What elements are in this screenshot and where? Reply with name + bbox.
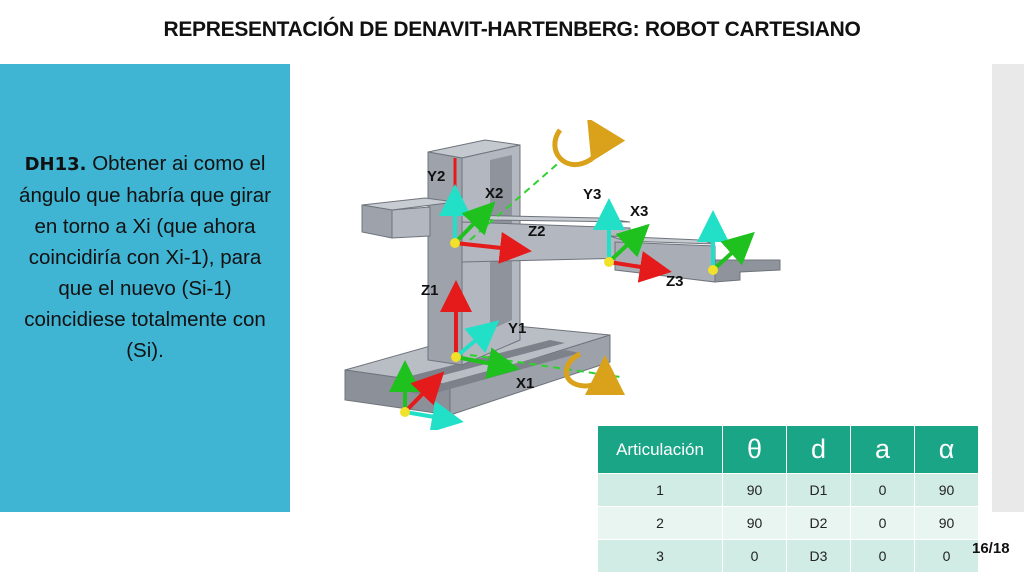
table-cell: 0 [851, 506, 915, 539]
header-articulacion: Articulación [598, 426, 723, 473]
label-x3: X3 [630, 203, 648, 220]
table-cell: 0 [915, 539, 978, 572]
label-z2: Z2 [528, 223, 546, 240]
table-cell: 0 [723, 539, 787, 572]
frame-end [697, 210, 755, 275]
description-panel [0, 64, 290, 512]
header-d: d [787, 426, 851, 473]
table-cell: 2 [598, 506, 723, 539]
frame-1 [440, 280, 520, 379]
table-cell: 90 [723, 506, 787, 539]
rotation-arrow-top-icon [552, 120, 626, 168]
frame-2 [439, 158, 532, 264]
table-cell: D3 [787, 539, 851, 572]
dh-parameter-table: Articulación θ d a α 1 90 D1 0 90 2 90 D… [598, 426, 978, 572]
rotation-arrow-bottom-icon [563, 351, 625, 396]
table-row: 3 0 D3 0 0 [598, 539, 978, 572]
description-lead: DH13. [24, 154, 87, 175]
table-cell: 90 [915, 473, 978, 506]
rotation-axis-top [469, 159, 563, 241]
table-cell: 0 [851, 539, 915, 572]
side-bar [992, 64, 1024, 512]
header-a: a [851, 426, 915, 473]
label-y1: Y1 [508, 320, 526, 337]
header-theta: θ [723, 426, 787, 473]
label-z3: Z3 [666, 273, 684, 290]
description-text: DH13. Obtener ai como el ángulo que habr… [18, 148, 272, 366]
label-x1: X1 [516, 375, 534, 392]
label-y3: Y3 [583, 186, 601, 203]
table-cell: 3 [598, 539, 723, 572]
table-cell: 1 [598, 473, 723, 506]
table-header-row: Articulación θ d a α [598, 426, 978, 473]
label-y2: Y2 [427, 168, 445, 185]
slide-title: REPRESENTACIÓN DE DENAVIT-HARTENBERG: RO… [163, 18, 861, 41]
table-cell: 90 [915, 506, 978, 539]
label-x2: X2 [485, 185, 503, 202]
header-alpha: α [915, 426, 978, 473]
robot-diagram: Y2 X2 Z2 Y3 X3 Z3 Z1 Y1 X1 [344, 120, 781, 430]
frame-0 [389, 360, 464, 430]
table-row: 1 90 D1 0 90 [598, 473, 978, 506]
table-row: 2 90 D2 0 90 [598, 506, 978, 539]
label-z1: Z1 [421, 282, 439, 299]
description-body: Obtener ai como el ángulo que habría que… [19, 152, 271, 362]
table-cell: 0 [851, 473, 915, 506]
table-cell: D2 [787, 506, 851, 539]
frame-3 [593, 198, 672, 283]
page-number: 16/18 [972, 540, 1010, 557]
table-cell: 90 [723, 473, 787, 506]
table-cell: D1 [787, 473, 851, 506]
